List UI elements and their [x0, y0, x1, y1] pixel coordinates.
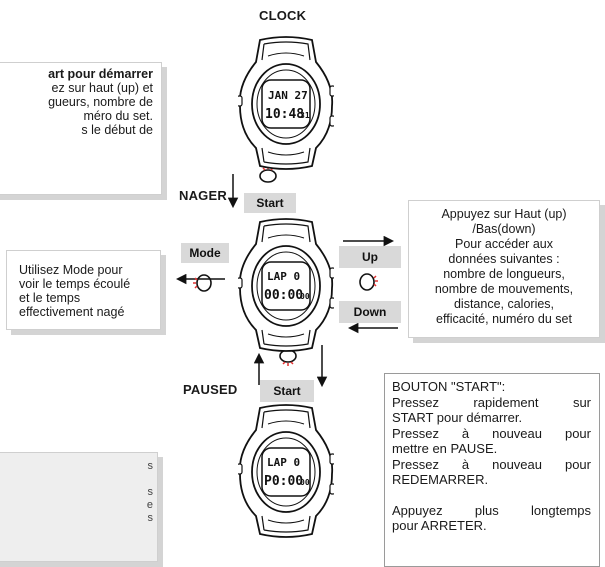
start-info-line-2: Pressez rapidement sur	[392, 394, 591, 410]
start-info-line-6: Pressez à nouveau pour	[392, 456, 591, 472]
watch-nager-line2-small: 00	[300, 292, 310, 301]
start-info-box: BOUTON "START": Pressez rapidement sur S…	[384, 373, 600, 567]
start-info-line-7: REDEMARRER.	[392, 472, 489, 487]
nager-label: NAGER	[179, 188, 227, 203]
mode-info-line-1: Utilisez Mode pour	[19, 263, 123, 277]
bottom-left-line-1: s	[147, 460, 154, 472]
updown-line-1: Appuyez sur Haut (up)	[441, 207, 567, 221]
top-left-line-5: s le début de	[81, 123, 153, 137]
top-left-line-1: art pour démarrer	[48, 67, 153, 81]
top-left-line-2: ez sur haut (up) et	[51, 81, 153, 95]
watch-clock: JAN 27 10:48 31	[236, 36, 336, 170]
bottom-left-line-4: e	[146, 499, 153, 511]
watch-nager-line1: LAP 0	[267, 270, 300, 283]
updown-line-3: Pour accéder aux	[455, 237, 553, 251]
watch-paused-line1: LAP 0	[267, 456, 300, 469]
updown-line-6: nombre de mouvements,	[434, 282, 574, 296]
bottom-left-line-5: s	[147, 512, 154, 524]
bottom-left-line-3: s	[147, 486, 154, 498]
updown-line-7: distance, calories,	[453, 297, 555, 311]
updown-line-8: efficacité, numéro du set	[436, 312, 572, 326]
updown-info-box: Appuyez sur Haut (up) /Bas(down) Pour ac…	[408, 200, 600, 338]
mode-info-line-4: effectivement nagé	[19, 305, 125, 319]
start-info-line-9: Appuyez plus longtemps	[392, 502, 591, 518]
start-info-line-10: pour ARRETER.	[392, 518, 487, 533]
updown-line-2: /Bas(down)	[472, 222, 536, 236]
watch-clock-body: JAN 27 10:48 31	[236, 36, 336, 170]
watch-paused-body: LAP 0 P0:00 00	[236, 404, 336, 538]
watch-clock-line2-small: 31	[300, 111, 310, 120]
watch-nager: LAP 0 00:00 00	[236, 218, 336, 352]
mode-info-line-2: voir le temps écoulé	[19, 277, 131, 291]
top-left-line-4: méro du set.	[83, 109, 153, 123]
mode-info-box: Utilisez Mode pour voir le temps écoulé …	[6, 250, 161, 330]
start-info-line-3: START pour démarrer.	[392, 410, 523, 425]
up-button-tag[interactable]: Up	[339, 246, 401, 268]
start-info-line-1: BOUTON "START":	[392, 379, 506, 394]
mode-info-line-3: et le temps	[19, 291, 81, 305]
watch-paused-line2-small: 00	[300, 478, 310, 487]
mode-press-icon	[193, 274, 212, 292]
start-info-line-4: Pressez à nouveau pour	[392, 425, 591, 441]
top-left-instruction-box: art pour démarrer ez sur haut (up) et gu…	[0, 62, 162, 195]
updown-press-icon	[359, 273, 378, 291]
clock-label: CLOCK	[259, 8, 307, 23]
watch-clock-line2: 10:48	[265, 107, 304, 122]
paused-label: PAUSED	[183, 382, 238, 397]
bottom-left-info-box: s s e s	[0, 452, 158, 562]
watch-clock-line1: JAN 27	[268, 89, 308, 102]
down-button-tag[interactable]: Down	[339, 301, 401, 323]
top-left-line-3: gueurs, nombre de	[48, 95, 153, 109]
watch-nager-body: LAP 0 00:00 00	[236, 218, 336, 352]
start-press-icon-bottom	[279, 349, 297, 366]
start-button-tag-top[interactable]: Start	[244, 193, 296, 213]
watch-nager-line2: 00:00	[264, 288, 303, 303]
updown-line-4: données suivantes :	[448, 252, 560, 266]
start-info-line-5: mettre en PAUSE.	[392, 441, 498, 456]
start-button-tag-bottom[interactable]: Start	[260, 380, 314, 402]
watch-paused: LAP 0 P0:00 00	[236, 404, 336, 538]
mode-button-tag[interactable]: Mode	[181, 243, 229, 263]
updown-line-5: nombre de longueurs,	[443, 267, 565, 281]
watch-paused-line2: P0:00	[264, 474, 303, 489]
